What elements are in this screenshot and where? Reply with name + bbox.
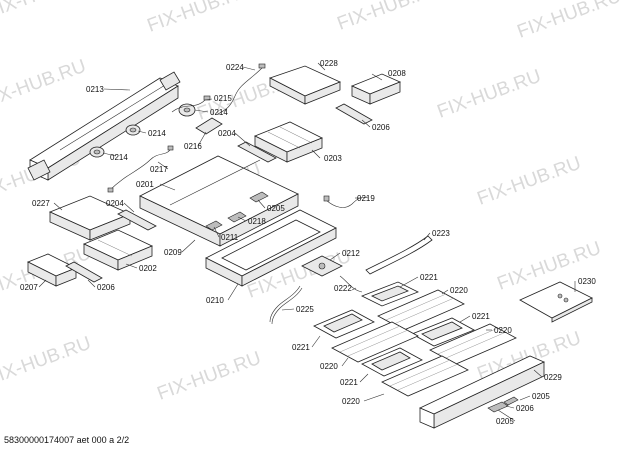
- label-0214: 0214: [210, 108, 228, 117]
- leader-lines: [38, 62, 576, 422]
- watermark-text: FIX-HUB.RU: [515, 0, 624, 43]
- label-0202: 0202: [139, 264, 157, 273]
- part-0213-rail: [27, 71, 181, 181]
- part-0210-frame: [205, 209, 337, 287]
- watermark-text: FIX-HUB.RU: [155, 348, 264, 405]
- watermark-text: FIX-HUB.RU: [145, 0, 254, 37]
- part-labels: 0213 0224 0228 0208 0215 0214 0214 0214 …: [20, 59, 596, 426]
- label-0206: 0206: [97, 283, 115, 292]
- part-0203-housing: [254, 121, 323, 163]
- part-0204-strip-lower: [117, 209, 157, 231]
- label-0229: 0229: [544, 373, 562, 382]
- part-0222-cable: [339, 275, 363, 293]
- label-0230: 0230: [578, 277, 596, 286]
- part-0201-body: [139, 155, 299, 247]
- part-0225-hose: [269, 285, 303, 325]
- label-0205: 0205: [496, 417, 514, 426]
- watermark-text: FIX-HUB.RU: [0, 56, 89, 113]
- label-0206: 0206: [516, 404, 534, 413]
- label-0209: 0209: [164, 248, 182, 257]
- part-0206-strip: [335, 103, 373, 125]
- label-0211: 0211: [221, 233, 239, 242]
- label-0214: 0214: [110, 153, 128, 162]
- part-small-clips: [205, 191, 269, 231]
- part-0227-panel: [48, 195, 132, 241]
- label-0210: 0210: [206, 296, 224, 305]
- label-0207: 0207: [20, 283, 38, 292]
- label-0223: 0223: [432, 229, 450, 238]
- part-0216-board: [195, 117, 223, 135]
- label-0204: 0204: [106, 199, 124, 208]
- label-0220: 0220: [342, 397, 360, 406]
- label-0220: 0220: [494, 326, 512, 335]
- label-0224: 0224: [226, 63, 244, 72]
- part-0212-plate: [301, 255, 343, 277]
- label-0227: 0227: [32, 199, 50, 208]
- label-0228: 0228: [320, 59, 338, 68]
- part-0204-strip-top: [237, 141, 277, 163]
- label-0215: 0215: [214, 94, 232, 103]
- part-0223-strip: [365, 235, 433, 275]
- label-0216: 0216: [184, 142, 202, 151]
- part-0206-strip-lower: [65, 261, 103, 283]
- label-0220: 0220: [320, 362, 338, 371]
- label-0214: 0214: [148, 129, 166, 138]
- label-0201: 0201: [136, 180, 154, 189]
- part-0228-cover: [268, 65, 342, 105]
- label-0205: 0205: [532, 392, 550, 401]
- label-0222: 0222: [334, 284, 352, 293]
- label-0221: 0221: [420, 273, 438, 282]
- watermark-text: FIX-HUB.RU: [495, 238, 604, 295]
- label-0208: 0208: [388, 69, 406, 78]
- part-0220-mesh-filters: [331, 289, 517, 397]
- part-0208-bracket: [350, 73, 402, 105]
- label-0205: 0205: [267, 204, 285, 213]
- watermark-text: FIX-HUB.RU: [0, 0, 94, 23]
- watermark-text: FIX-HUB.RU: [475, 153, 584, 210]
- part-0221-filters: [313, 281, 475, 377]
- label-0221: 0221: [292, 343, 310, 352]
- label-0206: 0206: [372, 123, 390, 132]
- part-0224-cable: [217, 63, 266, 115]
- part-0219-wire: [323, 195, 369, 208]
- watermark-text: FIX-HUB.RU: [435, 66, 544, 123]
- watermark-text: FIX-HUB.RU: [0, 333, 94, 390]
- label-0220: 0220: [450, 286, 468, 295]
- part-0229-front-strip: [419, 355, 545, 429]
- label-0204: 0204: [218, 129, 236, 138]
- label-0217: 0217: [150, 165, 168, 174]
- label-0213: 0213: [86, 85, 104, 94]
- label-0203: 0203: [324, 154, 342, 163]
- label-0219: 0219: [357, 194, 375, 203]
- drawing-reference-footer: 58300000174007 aet 000 a 2/2: [4, 435, 130, 445]
- label-0225: 0225: [296, 305, 314, 314]
- label-0221: 0221: [472, 312, 490, 321]
- part-0202-housing: [83, 229, 153, 271]
- part-0230-bag: [519, 281, 593, 323]
- label-0212: 0212: [342, 249, 360, 258]
- watermark-text: FIX-HUB.RU: [335, 0, 444, 35]
- label-0218: 0218: [248, 217, 266, 226]
- part-0217-wire: [107, 145, 174, 193]
- label-0221: 0221: [340, 378, 358, 387]
